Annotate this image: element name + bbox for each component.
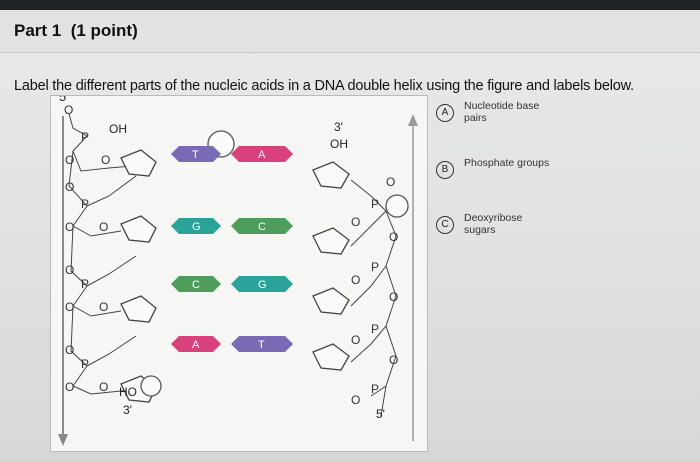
highlight-circle	[385, 194, 409, 218]
part-label: Part 1	[14, 21, 62, 40]
right-base-letter: G	[258, 279, 267, 291]
oxygen-atom: O	[351, 215, 360, 229]
top-bar	[0, 0, 700, 10]
oxygen-atom: O	[389, 353, 398, 367]
phosphate-atom: P	[81, 197, 89, 211]
oxygen-atom: O	[389, 230, 398, 244]
end-labels: 5' OH 3' OH HO 3' 5'	[59, 96, 385, 421]
oxygen-atom: O	[65, 343, 74, 357]
label-option-c[interactable]: C Deoxyribose sugars	[436, 212, 556, 246]
label-b-circle: B	[436, 161, 454, 179]
label-b-text: Phosphate groups	[464, 157, 550, 169]
left-arrow-head	[58, 434, 68, 446]
oxygen-atom: O	[99, 300, 108, 314]
instruction-text: Label the different parts of the nucleic…	[14, 78, 634, 94]
oxygen-atom: O	[65, 153, 74, 167]
oxygen-atom: O	[101, 153, 110, 167]
oxygen-atom: O	[351, 333, 360, 347]
oxygen-atom: O	[351, 393, 360, 407]
ho-bottom: HO	[119, 385, 137, 399]
oh-left: OH	[109, 122, 127, 136]
dna-diagram: T A G C C G A T O P O O O P O O O P O O O P O O…	[58, 96, 418, 446]
right-sugars	[312, 161, 350, 371]
left-base-shape	[171, 336, 221, 352]
five-prime-top: 5'	[59, 96, 69, 104]
phosphate-atom: P	[81, 130, 89, 144]
phosphate-atom: P	[81, 357, 89, 371]
oxygen-atom: O	[65, 300, 74, 314]
right-base-shape	[231, 146, 293, 162]
left-base-shape	[171, 218, 221, 234]
left-base-shape	[171, 146, 221, 162]
oxygen-atom: O	[65, 220, 74, 234]
bottom-highlight-circle	[140, 375, 162, 397]
part-title: Part 1 (1 point)	[14, 21, 138, 41]
left-base-letter: C	[192, 279, 200, 291]
oxygen-atom: O	[351, 273, 360, 287]
phosphate-atom: P	[371, 197, 379, 211]
right-base-shape	[231, 336, 293, 352]
oxygen-atom: O	[389, 290, 398, 304]
left-base-letter: G	[192, 221, 201, 233]
right-backbone	[350, 179, 397, 417]
oxygen-atom: O	[64, 103, 73, 117]
left-base-letter: A	[192, 339, 200, 351]
right-base-shape	[231, 218, 293, 234]
oh-right: OH	[330, 137, 348, 151]
points-label: (1 point)	[70, 21, 138, 40]
phosphate-atom: P	[371, 382, 379, 396]
three-prime-bottom: 3'	[123, 403, 132, 417]
dna-figure: T A G C C G A T O P O O O P O O O P O O O P O O…	[50, 95, 428, 452]
right-arrow-head	[408, 114, 418, 126]
label-option-a[interactable]: A Nucleotide base pairs	[436, 100, 556, 134]
oxygen-atom: O	[99, 220, 108, 234]
base-pairs: T A G C C G A T	[171, 146, 293, 352]
left-backbone	[68, 113, 147, 397]
three-prime-top: 3'	[334, 120, 343, 134]
oxygen-atom: O	[65, 180, 74, 194]
left-base-shape	[171, 276, 221, 292]
oxygen-atom: O	[65, 263, 74, 277]
left-base-letter: T	[192, 149, 199, 161]
left-sugars	[120, 149, 157, 403]
label-option-b[interactable]: B Phosphate groups	[436, 157, 556, 191]
phosphate-atom: P	[371, 260, 379, 274]
phosphate-atom: P	[371, 322, 379, 336]
label-a-text: Nucleotide base pairs	[464, 100, 540, 124]
question-header	[0, 10, 700, 53]
oxygen-atom: O	[99, 380, 108, 394]
right-base-letter: C	[258, 221, 266, 233]
label-a-circle: A	[436, 104, 454, 122]
label-c-circle: C	[436, 216, 454, 234]
right-base-shape	[231, 276, 293, 292]
oxygen-atom: O	[65, 380, 74, 394]
right-base-letter: A	[258, 149, 266, 161]
label-c-text: Deoxyribose sugars	[464, 212, 523, 236]
oxygen-atom: O	[386, 175, 395, 189]
right-base-letter: T	[258, 339, 265, 351]
backbone-atoms: O P O O O P O O O P O O O P O O O P O O …	[64, 103, 398, 407]
five-prime-bottom: 5'	[376, 407, 385, 421]
phosphate-atom: P	[81, 277, 89, 291]
